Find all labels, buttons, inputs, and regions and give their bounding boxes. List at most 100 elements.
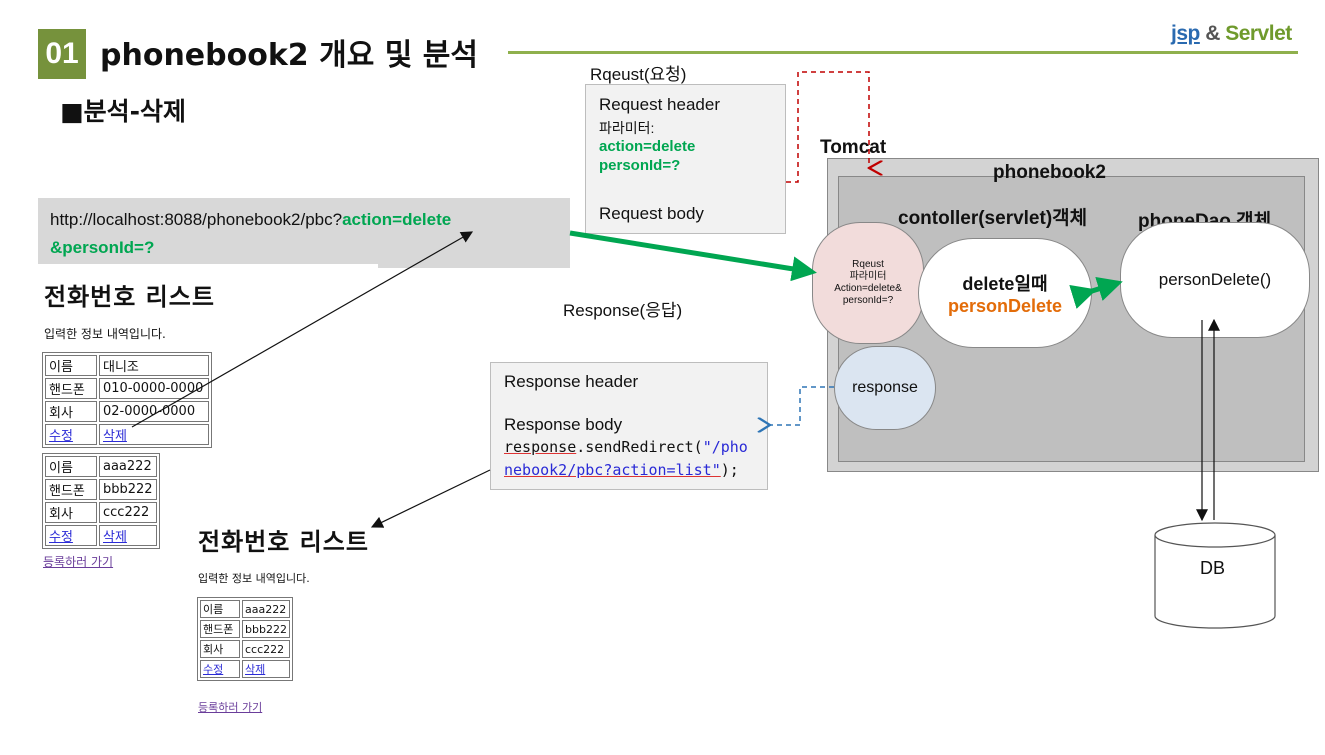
company-value-cell: ccc222 (99, 502, 157, 523)
list-desc-2: 입력한 정보 내역입니다. (198, 572, 310, 585)
url-box (38, 198, 570, 268)
dao-node: personDelete() (1120, 222, 1310, 338)
response-code-line-1: response.sendRedirect("/pho (504, 438, 748, 456)
table-row: 수정 삭제 (45, 424, 209, 445)
table-row: 회사 ccc222 (200, 640, 290, 658)
db-cylinder-icon (1154, 522, 1276, 629)
brand-amp: & (1205, 22, 1220, 45)
register-link-1[interactable]: 등록하러 가기 (43, 555, 114, 569)
url-prefix: http://localhost:8088/phonebook2/pbc? (50, 210, 343, 229)
edit-link[interactable]: 수정 (49, 429, 73, 444)
company-label-cell: 회사 (45, 401, 97, 422)
phone-value-cell: 010-0000-0000 (99, 378, 209, 399)
code-end: ); (720, 461, 739, 479)
table-row: 수정 삭제 (200, 660, 290, 678)
request-body-text: Request body (599, 204, 704, 223)
edit-link[interactable]: 수정 (203, 663, 224, 676)
brand-logo: jsp & Servlet (1171, 22, 1292, 46)
table-row: 회사 02-0000-0000 (45, 401, 209, 422)
response-node: response (834, 346, 936, 430)
controller-condition: delete일때 (962, 273, 1048, 294)
list-desc-1: 입력한 정보 내역입니다. (44, 327, 166, 341)
response-caption: Response(응답) (563, 301, 683, 320)
delete-link[interactable]: 삭제 (103, 429, 127, 444)
name-value-cell: aaa222 (99, 456, 157, 477)
table-row: 이름 aaa222 (45, 456, 157, 477)
response-to-box-arrow (770, 386, 834, 425)
response-box (490, 362, 768, 490)
controller-label: contoller(servlet)객체 (898, 208, 1088, 229)
table-row: 회사 ccc222 (45, 502, 157, 523)
name-value-cell: aaa222 (242, 600, 290, 618)
request-header-text: Request header (599, 95, 720, 114)
phone-label-cell: 핸드폰 (45, 378, 97, 399)
name-label-cell: 이름 (200, 600, 240, 618)
company-label-cell: 회사 (200, 640, 240, 658)
list-title-1: 전화번호 리스트 (44, 283, 215, 311)
phonebook-table-3: 이름 aaa222 핸드폰 bbb222 회사 ccc222 수정 삭제 (197, 597, 293, 681)
table-row: 핸드폰 bbb222 (200, 620, 290, 638)
section-subtitle: ■분석-삭제 (60, 97, 186, 126)
company-value-cell: 02-0000-0000 (99, 401, 209, 422)
table-row: 수정 삭제 (45, 525, 157, 546)
request-caption: Rqeust(요청) (590, 65, 687, 84)
request-node-line: Rqeust (852, 259, 884, 270)
table-row: 핸드폰 010-0000-0000 (45, 378, 209, 399)
request-params-label: 파라미터: (599, 120, 655, 136)
phonebook2-label: phonebook2 (993, 162, 1106, 183)
code-string-2: nebook2/pbc?action=list" (504, 461, 721, 479)
url-box-notch (38, 264, 378, 276)
response-node-label: response (852, 379, 918, 396)
list-title-2: 전화번호 리스트 (198, 528, 369, 556)
controller-node: delete일때 personDelete (918, 238, 1092, 348)
register-link-2[interactable]: 등록하러 가기 (198, 701, 263, 714)
response-header-text: Response header (504, 372, 639, 391)
table-row: 이름 대니조 (45, 355, 209, 376)
url-line-1: http://localhost:8088/phonebook2/pbc?act… (50, 210, 451, 230)
dao-method: personDelete() (1158, 270, 1272, 289)
name-value-cell: 대니조 (99, 355, 209, 376)
phonebook-table-2: 이름 aaa222 핸드폰 bbb222 회사 ccc222 수정 삭제 (42, 453, 160, 549)
name-label-cell: 이름 (45, 355, 97, 376)
section-number-badge: 01 (38, 29, 86, 79)
code-string-1: "/pho (702, 438, 748, 456)
request-node-line: personId=? (842, 295, 894, 306)
request-node-line: Action=delete& (834, 283, 902, 294)
url-param-person: &personId=? (50, 238, 155, 257)
controller-dao-arrow (1069, 276, 1123, 309)
request-box (585, 84, 786, 234)
phonebook-table-1: 이름 대니조 핸드폰 010-0000-0000 회사 02-0000-0000… (42, 352, 212, 448)
edit-link[interactable]: 수정 (49, 530, 73, 545)
db-label: DB (1200, 558, 1226, 578)
phone-value-cell: bbb222 (99, 479, 157, 500)
response-to-list-arrow (370, 469, 491, 528)
page-title: phonebook2 개요 및 분석 (100, 38, 478, 73)
response-code-line-2: nebook2/pbc?action=list"); (504, 461, 739, 479)
response-body-text: Response body (504, 415, 623, 434)
title-underline (508, 51, 1298, 54)
phone-label-cell: 핸드폰 (45, 479, 97, 500)
code-object: response (504, 438, 577, 456)
url-to-request-arrow (569, 230, 817, 282)
delete-link[interactable]: 삭제 (245, 663, 266, 676)
delete-link[interactable]: 삭제 (103, 530, 127, 545)
company-value-cell: ccc222 (242, 640, 290, 658)
phone-value-cell: bbb222 (242, 620, 290, 638)
request-to-tomcat-arrow (786, 71, 869, 183)
phone-label-cell: 핸드폰 (200, 620, 240, 638)
delete-to-url-arrow (131, 231, 474, 428)
request-node: Rqeust 파라미터 Action=delete& personId=? (812, 222, 924, 344)
name-label-cell: 이름 (45, 456, 97, 477)
url-param-action: action=delete (342, 210, 452, 229)
brand-servlet: Servlet (1225, 22, 1292, 45)
code-call: .sendRedirect( (576, 438, 703, 456)
company-label-cell: 회사 (45, 502, 97, 523)
table-row: 이름 aaa222 (200, 600, 290, 618)
request-param-person: personId=? (599, 157, 681, 174)
request-param-action: action=delete (599, 138, 696, 155)
brand-jsp: jsp (1171, 22, 1200, 45)
request-node-line: 파라미터 (849, 271, 887, 282)
controller-action: personDelete (947, 295, 1063, 316)
table-row: 핸드폰 bbb222 (45, 479, 157, 500)
